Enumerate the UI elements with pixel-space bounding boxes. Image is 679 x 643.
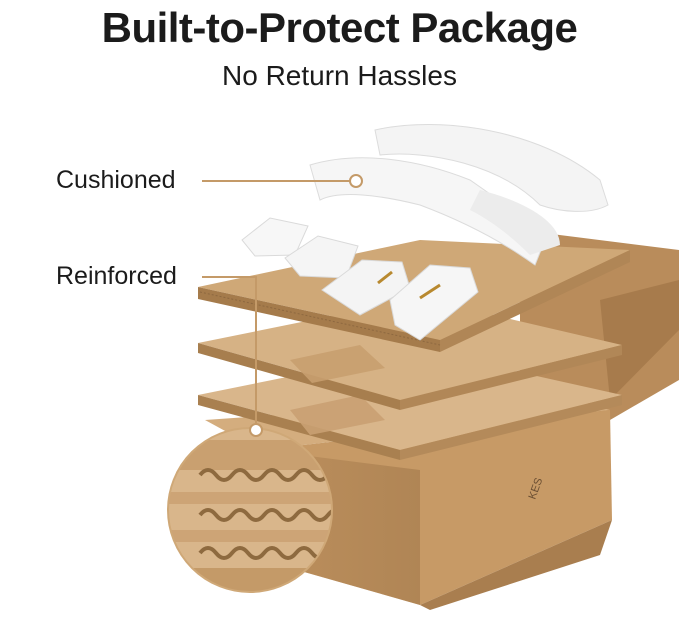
- callout-cushioned: [202, 174, 363, 188]
- page-title: Built-to-Protect Package: [101, 4, 578, 51]
- foam-cushion-strip: [309, 123, 609, 266]
- callout-reinforced: [202, 276, 263, 437]
- reinforced-label: Reinforced: [56, 262, 177, 290]
- foam-pads: [241, 217, 479, 341]
- corrugation-magnifier: [167, 427, 333, 593]
- page-subtitle: No Return Hassles: [222, 60, 457, 91]
- cushioned-label: Cushioned: [56, 166, 176, 194]
- cardboard-layer-middle: [198, 298, 622, 410]
